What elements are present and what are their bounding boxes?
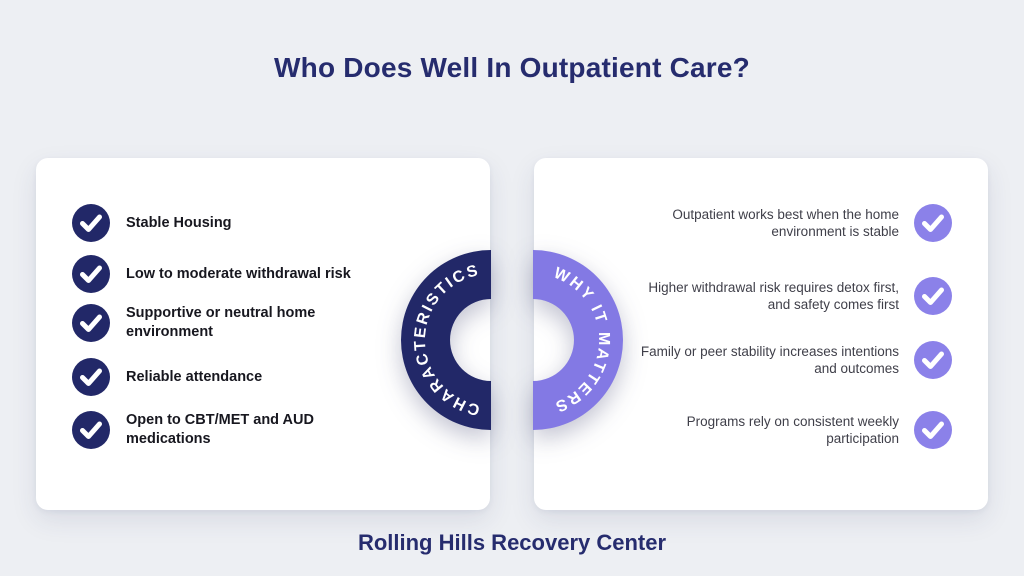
why-it-matters-ring: WHY IT MATTERS	[533, 250, 623, 430]
check-circle-icon	[72, 255, 110, 293]
check-circle-icon	[72, 304, 110, 342]
list-item: Higher withdrawal risk requires detox fi…	[633, 277, 952, 315]
list-item: Supportive or neutral home environment	[72, 304, 386, 342]
ring-shape	[533, 250, 623, 430]
list-item: Low to moderate withdrawal risk	[72, 255, 386, 293]
check-circle-icon	[72, 358, 110, 396]
list-item: Reliable attendance	[72, 358, 386, 396]
item-text: Low to moderate withdrawal risk	[126, 265, 351, 282]
footer-brand: Rolling Hills Recovery Center	[357, 530, 667, 555]
check-circle-icon	[72, 204, 110, 242]
item-text: Family or peer stability increases inten…	[640, 343, 899, 377]
item-text: Supportive or neutral home environment	[126, 305, 316, 340]
check-circle-icon	[914, 341, 952, 379]
list-item: Family or peer stability increases inten…	[633, 341, 952, 379]
check-circle-icon	[914, 411, 952, 449]
check-circle-icon	[914, 204, 952, 242]
list-item: Stable Housing	[72, 204, 386, 242]
item-text: Open to CBT/MET and AUD medications	[126, 412, 314, 447]
item-text: Outpatient works best when the home envi…	[672, 206, 899, 240]
item-text: Programs rely on consistent weekly parti…	[686, 413, 899, 447]
ring-shape	[401, 250, 491, 430]
list-item: Programs rely on consistent weekly parti…	[633, 411, 952, 449]
characteristics-ring: CHARACTERISTICS	[401, 250, 491, 430]
item-text: Higher withdrawal risk requires detox fi…	[648, 279, 899, 313]
item-text: Reliable attendance	[126, 368, 263, 385]
list-item: Open to CBT/MET and AUD medications	[72, 411, 386, 449]
check-circle-icon	[914, 277, 952, 315]
check-circle-icon	[72, 411, 110, 449]
item-text: Stable Housing	[126, 214, 232, 231]
list-item: Outpatient works best when the home envi…	[633, 204, 952, 242]
page-title: Who Does Well In Outpatient Care?	[274, 52, 750, 83]
